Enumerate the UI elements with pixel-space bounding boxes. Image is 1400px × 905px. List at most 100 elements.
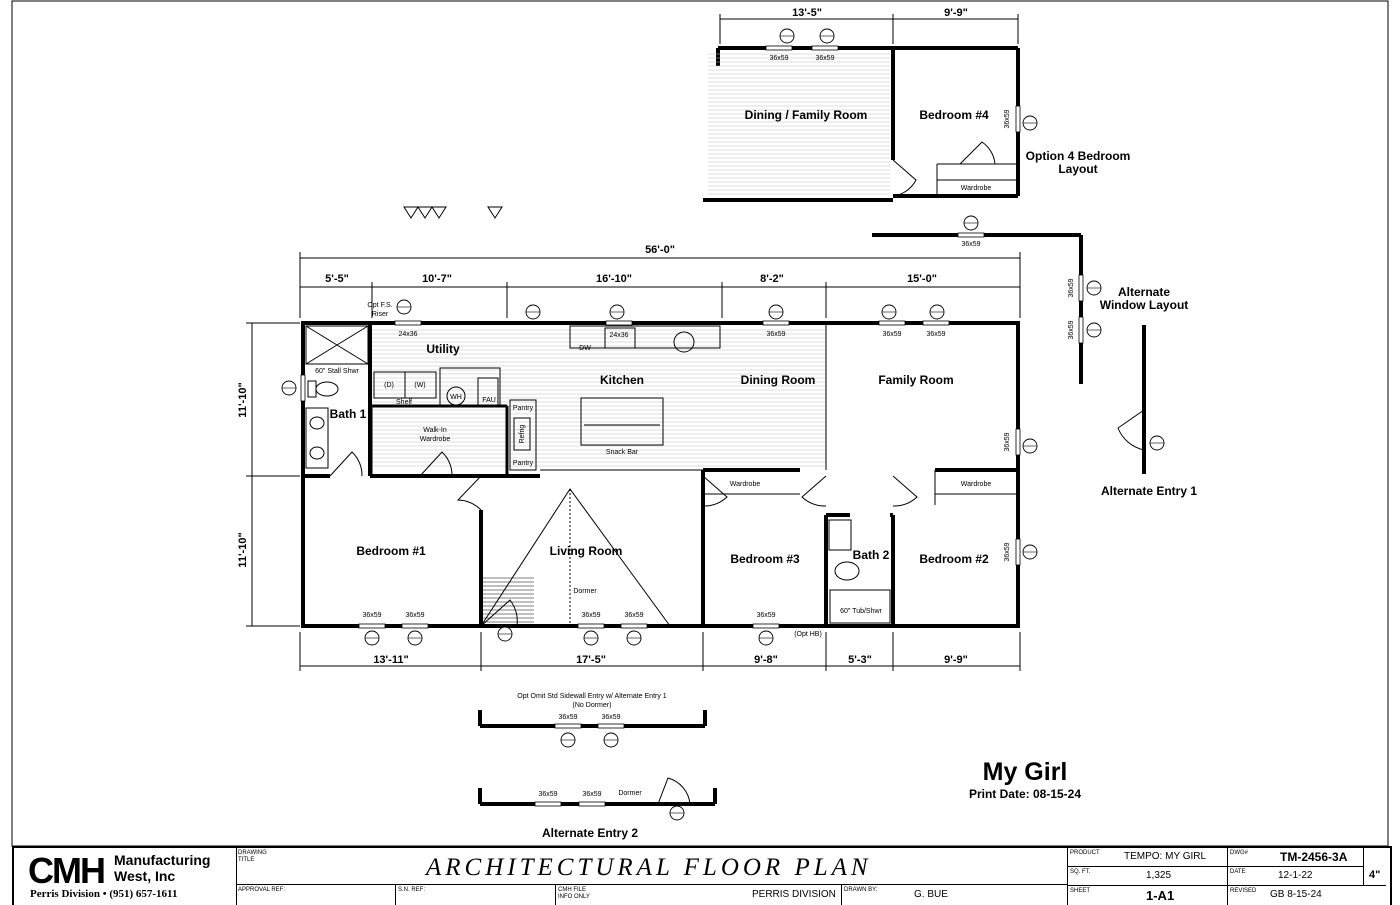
room-bedroom1: Bedroom #1 [356,544,426,558]
note-tub-shower: 60" Tub/Shwr [840,608,882,615]
drawn-by-caption: DRAWN BY: [844,887,878,893]
option-labels: Option 4 Bedroom Layout Alternate Window… [517,149,1197,840]
note-opt-riser-1: Opt F.S. [367,302,392,309]
drawing-title-caption-1: DRAWING [238,850,267,856]
company-line-1: Manufacturing [114,852,211,868]
sn-caption: S.N. REF: [398,887,426,893]
alternate-entries [478,710,717,806]
company-logo: CMH Manufacturing West, Inc Perris Divis… [14,848,237,905]
drawn-by-value: G. BUE [914,889,948,900]
cmh-file-cell: CMH FILE INFO ONLY PERRIS DIVISION [556,885,842,905]
window-size-label: 36x59 [1068,320,1075,339]
room-family: Family Room [878,373,953,387]
window-size-label: 36x59 [769,55,788,62]
window-icon [1015,538,1021,566]
sqft-caption: SQ. FT. [1070,869,1091,875]
window-icon [394,320,422,326]
date-caption: DATE [1230,869,1246,875]
window-size-label: 36x59 [815,55,834,62]
window-labels: 36x59 36x59 36x59 36x59 36x59 36x59 36x59 36x59… [362,55,1075,798]
top-dim-2: 10'-7" [422,273,452,285]
side-dim-1: 11'-10" [237,382,249,417]
note-opt-riser-2: Riser [372,311,389,318]
window-size-label: 36x59 [961,241,980,248]
window-icon [401,623,429,629]
date-value: 12-1-22 [1278,870,1313,881]
bottom-dim-3: 9'-8" [754,654,778,666]
window-size-label: 36x59 [926,331,945,338]
window-icon [597,723,625,729]
room-bath2: Bath 2 [853,548,890,562]
option-4-bedroom [703,46,1020,202]
window-icon [1015,105,1021,133]
note-wh: WH [450,394,462,401]
drawing-title-cell: DRAWING TITLE ARCHITECTURAL FLOOR PLAN [236,848,1068,885]
window-icon [620,623,648,629]
option-dim-1: 13'-5" [792,7,822,19]
drawing-title: ARCHITECTURAL FLOOR PLAN [426,854,872,881]
window-icon [1078,274,1084,302]
company-name: Manufacturing West, Inc [114,852,210,884]
cmh-file-caption-2: INFO ONLY [558,894,590,900]
window-icon [878,320,906,326]
dwg-caption: DWG# [1230,850,1248,856]
company-line-2: West, Inc [114,868,176,884]
date-cell: DATE 12-1-22 [1228,867,1364,886]
note-dormer: Dormer [573,588,597,595]
sheet-cell: SHEET 1-A1 [1068,886,1228,905]
sqft-cell: SQ. FT. 1,325 [1068,867,1228,886]
top-dim-4: 8'-2" [760,273,784,285]
note-refrig: Refrig [519,425,526,444]
note-sink: 24x36 [609,332,628,339]
division-line: Perris Division • (951) 657-1611 [30,888,178,900]
room-bedroom4: Bedroom #4 [919,108,989,122]
note-wardrobe-br2: Wardrobe [961,481,992,488]
cmh-file-value: PERRIS DIVISION [752,889,836,900]
note-dw: DW [579,345,591,352]
bottom-dim-2: 17'-5" [576,654,606,666]
note-fau: FAU [482,397,496,404]
window-icon [957,232,985,238]
drawing-title-caption-2: TITLE [238,857,255,863]
cmh-file-caption-1: CMH FILE [558,887,587,893]
window-size-label: 36x59 [581,612,600,619]
revised-caption: REVISED [1230,888,1257,894]
note-washer: (W) [414,382,425,389]
overall-width-label: 56'-0" [645,244,675,256]
window-icon [358,623,386,629]
note-dormer-entry2: Dormer [618,790,642,797]
window-icon [922,320,950,326]
note-wardrobe-br4: Wardrobe [961,185,992,192]
note-dryer: (D) [384,382,394,389]
room-bath1: Bath 1 [330,407,367,421]
main-house [301,321,1020,628]
window-size-label: 36x59 [1004,542,1011,561]
note-wardrobe-br3: Wardrobe [730,481,761,488]
window-icon [765,45,793,51]
sheet-caption: SHEET [1070,888,1091,894]
elevation-markers [403,206,503,219]
top-dim-1: 5'-5" [325,273,349,285]
note-snack-bar: Snack Bar [606,449,639,456]
note-walkin-wardrobe: Wardrobe [420,436,451,443]
alt-window-label-2: Window Layout [1100,298,1189,312]
window-size-label: 36x59 [766,331,785,338]
window-icon [811,45,839,51]
plan-name-block: My Girl Print Date: 08-15-24 [969,758,1081,801]
note-stall-shower: 60" Stall Shwr [315,368,359,375]
window-size-label: 36x59 [405,612,424,619]
note-opt-hb: (Opt HB) [794,631,822,638]
window-size-label: 36x59 [601,714,620,721]
room-labels: Utility Kitchen Dining Room Family Room … [330,108,989,566]
scale-value: 4" [1369,869,1381,881]
alt-entry1-label: Alternate Entry 1 [1101,484,1197,498]
plan-name: My Girl [983,758,1068,786]
option-bedroom-layout-2: Layout [1058,162,1097,176]
approval-cell: APPROVAL REF: [236,885,396,905]
room-bedroom2: Bedroom #2 [919,552,989,566]
option-bedroom-layout-1: Option 4 Bedroom [1026,149,1131,163]
note-window-small: 24x36 [398,331,417,338]
product-caption: PRODUCT [1070,850,1100,856]
room-kitchen: Kitchen [600,373,644,387]
top-dim-3: 16'-10" [596,273,632,285]
